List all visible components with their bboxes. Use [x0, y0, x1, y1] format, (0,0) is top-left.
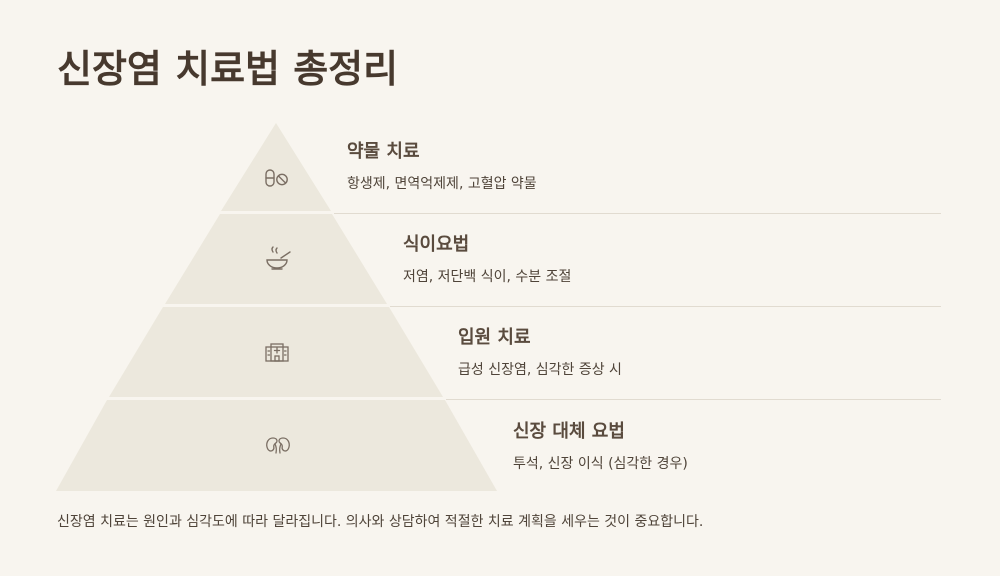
tier-4-description: 투석, 신장 이식 (심각한 경우): [513, 456, 688, 472]
tier-2-description: 저염, 저단백 식이, 수분 조절: [403, 269, 572, 285]
kidney-icon: [266, 437, 290, 454]
tier-1-title: 약물 치료: [347, 141, 420, 162]
hospital-icon: [265, 343, 289, 362]
pyramid-tier-4: [56, 400, 497, 491]
pill-icon: [265, 169, 288, 187]
pyramid-tier-3: [109, 307, 443, 397]
tier-3-title: 입원 치료: [458, 327, 531, 348]
tier-2-title: 식이요법: [403, 234, 470, 255]
tier-4-title: 신장 대체 요법: [513, 421, 625, 442]
footer-note: 신장염 치료는 원인과 심각도에 따라 달라집니다. 의사와 상담하여 적절한 …: [57, 514, 704, 530]
tier-1-description: 항생제, 면역억제제, 고혈압 약물: [347, 176, 537, 192]
bowl-icon: [266, 246, 291, 270]
pyramid-tier-2: [165, 214, 387, 304]
tier-3-description: 급성 신장염, 심각한 증상 시: [458, 362, 622, 378]
pyramid-tier-1: [221, 123, 331, 211]
page-title: 신장염 치료법 총정리: [57, 47, 399, 91]
